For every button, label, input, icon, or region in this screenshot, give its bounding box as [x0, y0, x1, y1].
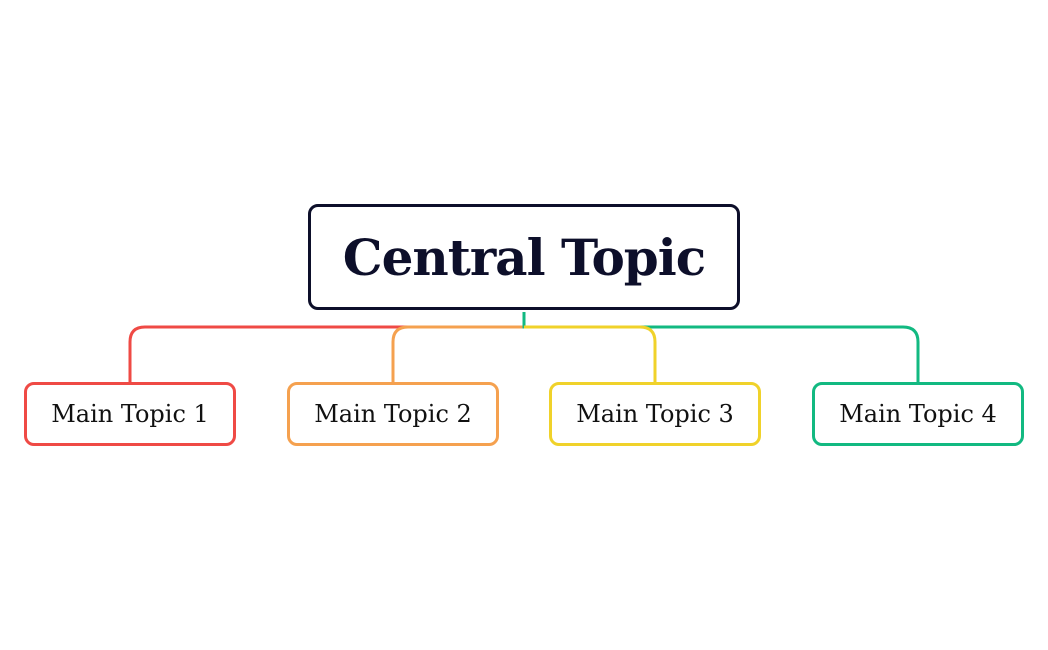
main-topic-label-2: Main Topic 2	[314, 400, 472, 428]
connector-main-topic-2	[391, 325, 524, 382]
main-topic-node-3[interactable]: Main Topic 3	[549, 382, 761, 446]
main-topic-node-1[interactable]: Main Topic 1	[24, 382, 236, 446]
main-topic-node-4[interactable]: Main Topic 4	[812, 382, 1024, 446]
main-topic-label-1: Main Topic 1	[51, 400, 209, 428]
connector-main-topic-3	[524, 325, 657, 382]
central-topic-node[interactable]: Central Topic	[308, 204, 740, 310]
main-topic-label-3: Main Topic 3	[576, 400, 734, 428]
connector-main-topic-1	[128, 312, 526, 382]
central-topic-label: Central Topic	[342, 227, 706, 287]
main-topic-label-4: Main Topic 4	[839, 400, 997, 428]
main-topic-node-2[interactable]: Main Topic 2	[287, 382, 499, 446]
connector-main-topic-4	[522, 312, 920, 382]
